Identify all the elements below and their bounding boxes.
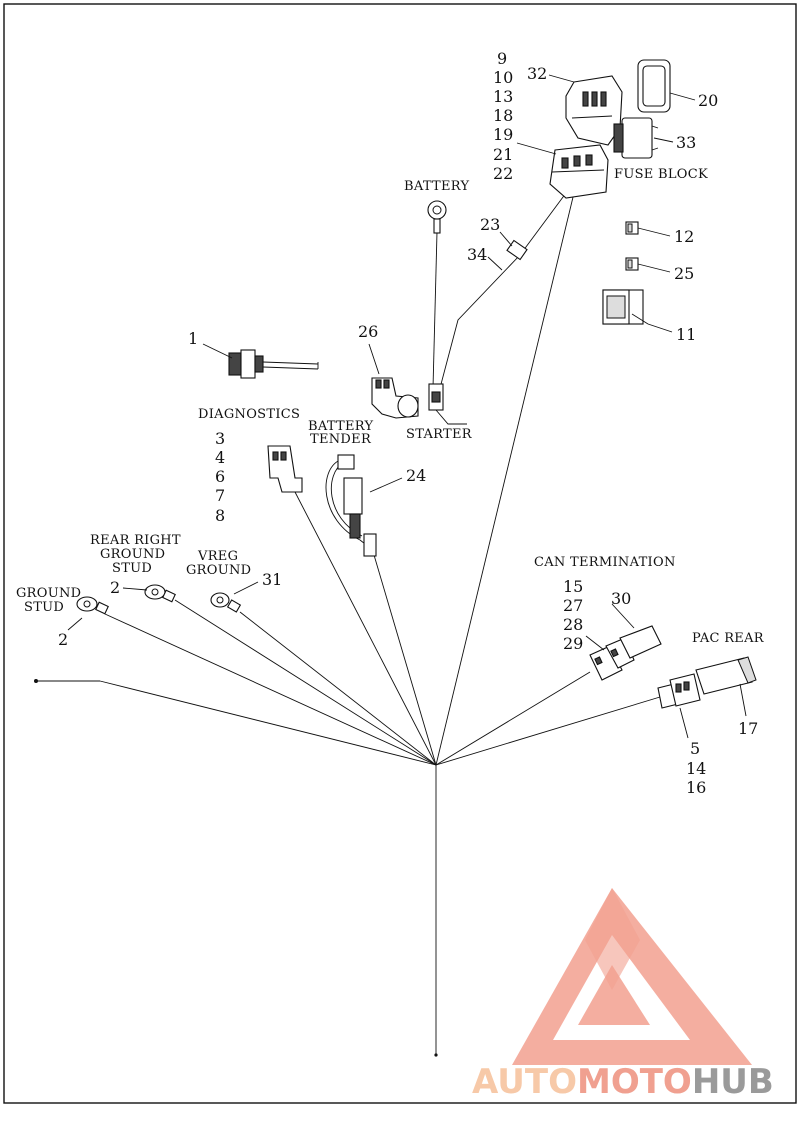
callout-fuse-stack-6: 22 — [493, 164, 513, 183]
wire-starter-lead — [435, 409, 467, 425]
callout-32: 32 — [527, 64, 547, 83]
callout-23: 23 — [480, 215, 500, 234]
callout-diag-1: 4 — [215, 448, 225, 467]
left-end-dot — [34, 679, 38, 683]
component-labels: FUSE BLOCK BATTERY STARTER DIAGNOSTICS B… — [16, 167, 765, 646]
callout-2-rear: 2 — [110, 578, 120, 597]
callout-12: 12 — [674, 227, 694, 246]
label-battery: BATTERY — [404, 179, 469, 194]
wire-fuse-to-starter — [439, 192, 567, 389]
can-termination-connector — [589, 625, 662, 681]
label-rear-right-2: GROUND — [100, 547, 165, 562]
label-ground-stud-1: GROUND — [16, 586, 81, 601]
label-ground-stud-2: STUD — [24, 600, 64, 615]
callout-diag-3: 7 — [215, 486, 225, 505]
label-can-termination: CAN TERMINATION — [534, 555, 676, 570]
vreg-ground-terminal — [210, 592, 242, 613]
callout-pac-0: 5 — [690, 739, 700, 758]
label-battery-tender-2: TENDER — [310, 432, 372, 447]
callout-diag-2: 6 — [215, 467, 225, 486]
callout-fuse-stack-0: 9 — [497, 49, 507, 68]
callout-fuse-stack-4: 19 — [493, 125, 513, 144]
callout-fuse-stack-2: 13 — [493, 87, 513, 106]
diagnostics-connector — [267, 445, 303, 493]
callout-25: 25 — [674, 264, 694, 283]
branch-battery-tender — [373, 554, 437, 766]
callout-30: 30 — [611, 589, 631, 608]
connector-1 — [228, 349, 319, 379]
callout-1: 1 — [188, 329, 198, 348]
fuse-block-cover — [565, 75, 623, 146]
mini-fuse-12 — [625, 221, 639, 235]
label-diagnostics: DIAGNOSTICS — [198, 407, 300, 422]
pac-rear-connector — [657, 656, 757, 709]
callout-can-1: 27 — [563, 596, 583, 615]
branch-left-end — [99, 680, 437, 766]
page-border — [3, 3, 797, 1104]
fuse-block-assembly — [506, 59, 671, 325]
callout-fuse-stack-5: 21 — [493, 145, 513, 164]
branch-rear-right — [174, 599, 437, 766]
battery-tender-connector — [325, 454, 377, 557]
callout-diag-0: 3 — [215, 429, 225, 448]
fuse-holder-23 — [506, 239, 528, 261]
ground-stud-terminal — [76, 596, 109, 615]
fuse-block-body — [549, 144, 609, 199]
branch-ground-stud — [104, 613, 437, 766]
callout-pac-1: 14 — [686, 759, 706, 778]
watermark-logo: AUTOMOTOHUB — [472, 888, 774, 1102]
label-starter: STARTER — [406, 427, 473, 442]
starter-connector — [428, 383, 444, 411]
callout-24: 24 — [406, 466, 426, 485]
branch-pac — [435, 696, 661, 766]
wire-harness — [34, 192, 661, 1057]
callout-fuse-stack-3: 18 — [493, 106, 513, 125]
fuse-33-relay — [613, 117, 659, 159]
callout-33: 33 — [676, 133, 696, 152]
label-rear-right-3: STUD — [112, 561, 152, 576]
watermark-hub: HUB — [692, 1062, 774, 1102]
mini-fuse-25 — [625, 257, 639, 271]
callout-34: 34 — [467, 245, 487, 264]
callout-diag-4: 8 — [215, 506, 225, 525]
label-fuse-block: FUSE BLOCK — [614, 167, 708, 182]
battery-terminal — [427, 200, 447, 234]
watermark-mountain-left — [585, 888, 640, 990]
callout-2-ground: 2 — [58, 630, 68, 649]
callout-can-3: 29 — [563, 634, 583, 653]
callout-numbers: 9 10 13 18 19 21 22 32 20 33 23 34 12 25… — [58, 49, 758, 797]
callout-31: 31 — [262, 570, 282, 589]
label-vreg-2: GROUND — [186, 563, 251, 578]
callout-can-2: 28 — [563, 615, 583, 634]
label-battery-tender-1: BATTERY — [308, 419, 373, 434]
callout-20: 20 — [698, 91, 718, 110]
leader-lines — [67, 74, 747, 739]
watermark-text: AUTOMOTOHUB — [472, 1062, 774, 1102]
branch-vreg — [239, 611, 437, 766]
watermark-auto: AUTO — [472, 1062, 577, 1102]
wire-battery — [432, 231, 438, 389]
branch-can — [435, 671, 591, 766]
watermark-moto: MOTO — [577, 1062, 692, 1102]
trunk-end — [434, 1053, 438, 1057]
callout-fuse-stack-1: 10 — [493, 68, 513, 87]
callout-11: 11 — [676, 325, 696, 344]
label-pac-rear: PAC REAR — [692, 631, 765, 646]
branch-diagnostics — [294, 491, 437, 766]
fuse-20-cover — [637, 59, 671, 113]
branch-fuse-block — [435, 192, 575, 766]
label-vreg-1: VREG — [197, 549, 238, 564]
elbow-connector-26 — [371, 377, 419, 419]
maxi-fuse-11 — [602, 289, 644, 325]
rear-right-ground-terminal — [144, 584, 176, 603]
watermark-triangle-core — [578, 965, 650, 1025]
callout-17: 17 — [738, 719, 758, 738]
callout-26: 26 — [358, 322, 378, 341]
callout-can-0: 15 — [563, 577, 583, 596]
label-rear-right-1: REAR RIGHT — [90, 533, 181, 548]
callout-pac-2: 16 — [686, 778, 706, 797]
